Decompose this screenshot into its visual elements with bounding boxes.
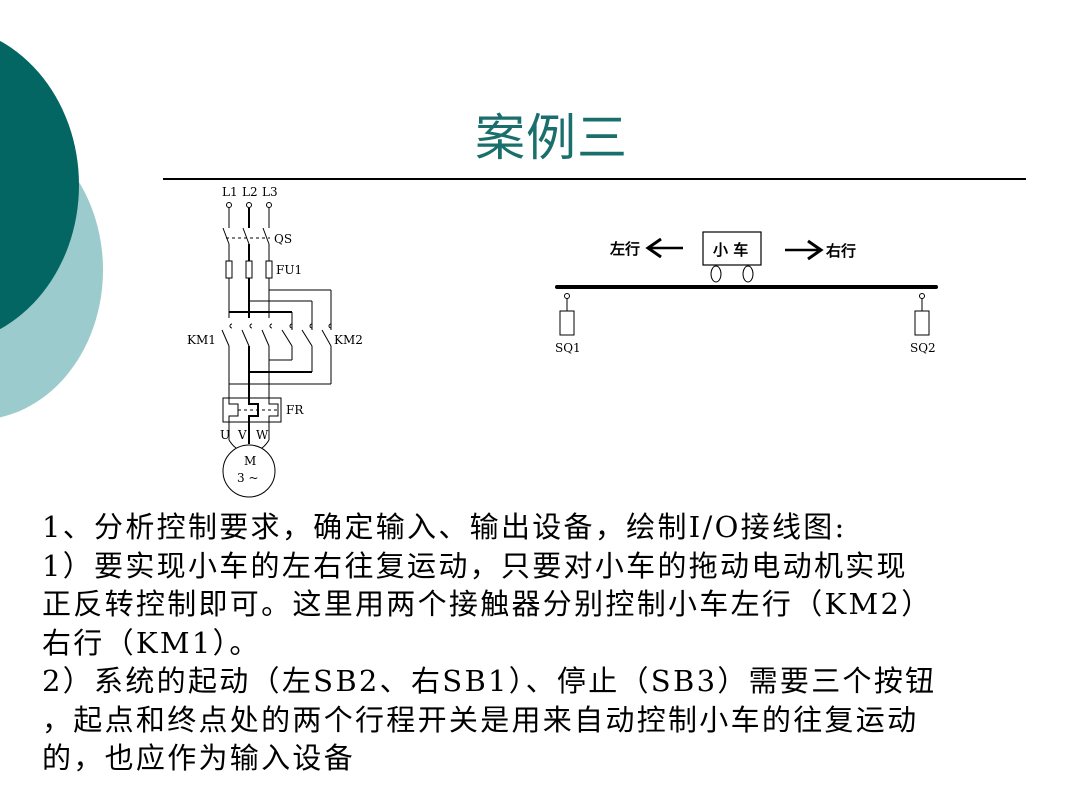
label-l3: L3 xyxy=(262,185,278,199)
body-line-5: 2）系统的起动（左SB2、右SB1）、停止（SB3）需要三个按钮 xyxy=(42,664,937,698)
title-divider xyxy=(163,178,1026,180)
body-text: 1、分析控制要求，确定输入、输出设备，绘制I/O接线图: 1）要实现小车的左右往… xyxy=(42,508,1072,778)
label-v: V xyxy=(237,428,247,442)
body-line-7: 的，也应作为输入设备 xyxy=(42,741,356,775)
body-line-1: 1、分析控制要求，确定输入、输出设备，绘制I/O接线图: xyxy=(42,510,847,544)
cart-label: 小 车 xyxy=(713,241,748,259)
label-sq2: SQ2 xyxy=(910,341,936,355)
label-motor: M xyxy=(244,454,256,468)
body-line-4: 右行（KM1）。 xyxy=(42,625,261,660)
body-line-3: 正反转控制即可。这里用两个接触器分别控制小车左行（KM2） xyxy=(42,587,933,621)
label-km2: KM2 xyxy=(334,333,363,347)
label-fr: FR xyxy=(286,403,304,417)
label-w: W xyxy=(256,428,269,442)
label-l2: L2 xyxy=(242,185,258,199)
cart-diagram: 小 车 左行 右行 SQ1 SQ2 xyxy=(555,231,938,355)
slide-title: 案例三 xyxy=(475,109,628,167)
label-motor-phase: 3 ~ xyxy=(237,471,259,485)
label-km1: KM1 xyxy=(187,333,216,347)
label-fu1: FU1 xyxy=(276,263,302,277)
label-sq1: SQ1 xyxy=(555,341,581,355)
body-line-2: 1）要实现小车的左右往复运动，只要对小车的拖动电动机实现 xyxy=(42,548,908,583)
label-u: U xyxy=(220,428,230,442)
main-circuit-diagram: L1 L2 L3 QS FU1 KM1 KM2 FR U V W M 3 ~ xyxy=(187,185,363,498)
body-line-6: ，起点和终点处的两个行程开关是用来自动控制小车的往复运动 xyxy=(42,702,919,737)
right-direction-label: 右行 xyxy=(826,242,856,260)
label-l1: L1 xyxy=(222,185,238,199)
label-qs: QS xyxy=(274,232,292,246)
left-direction-label: 左行 xyxy=(609,240,640,258)
